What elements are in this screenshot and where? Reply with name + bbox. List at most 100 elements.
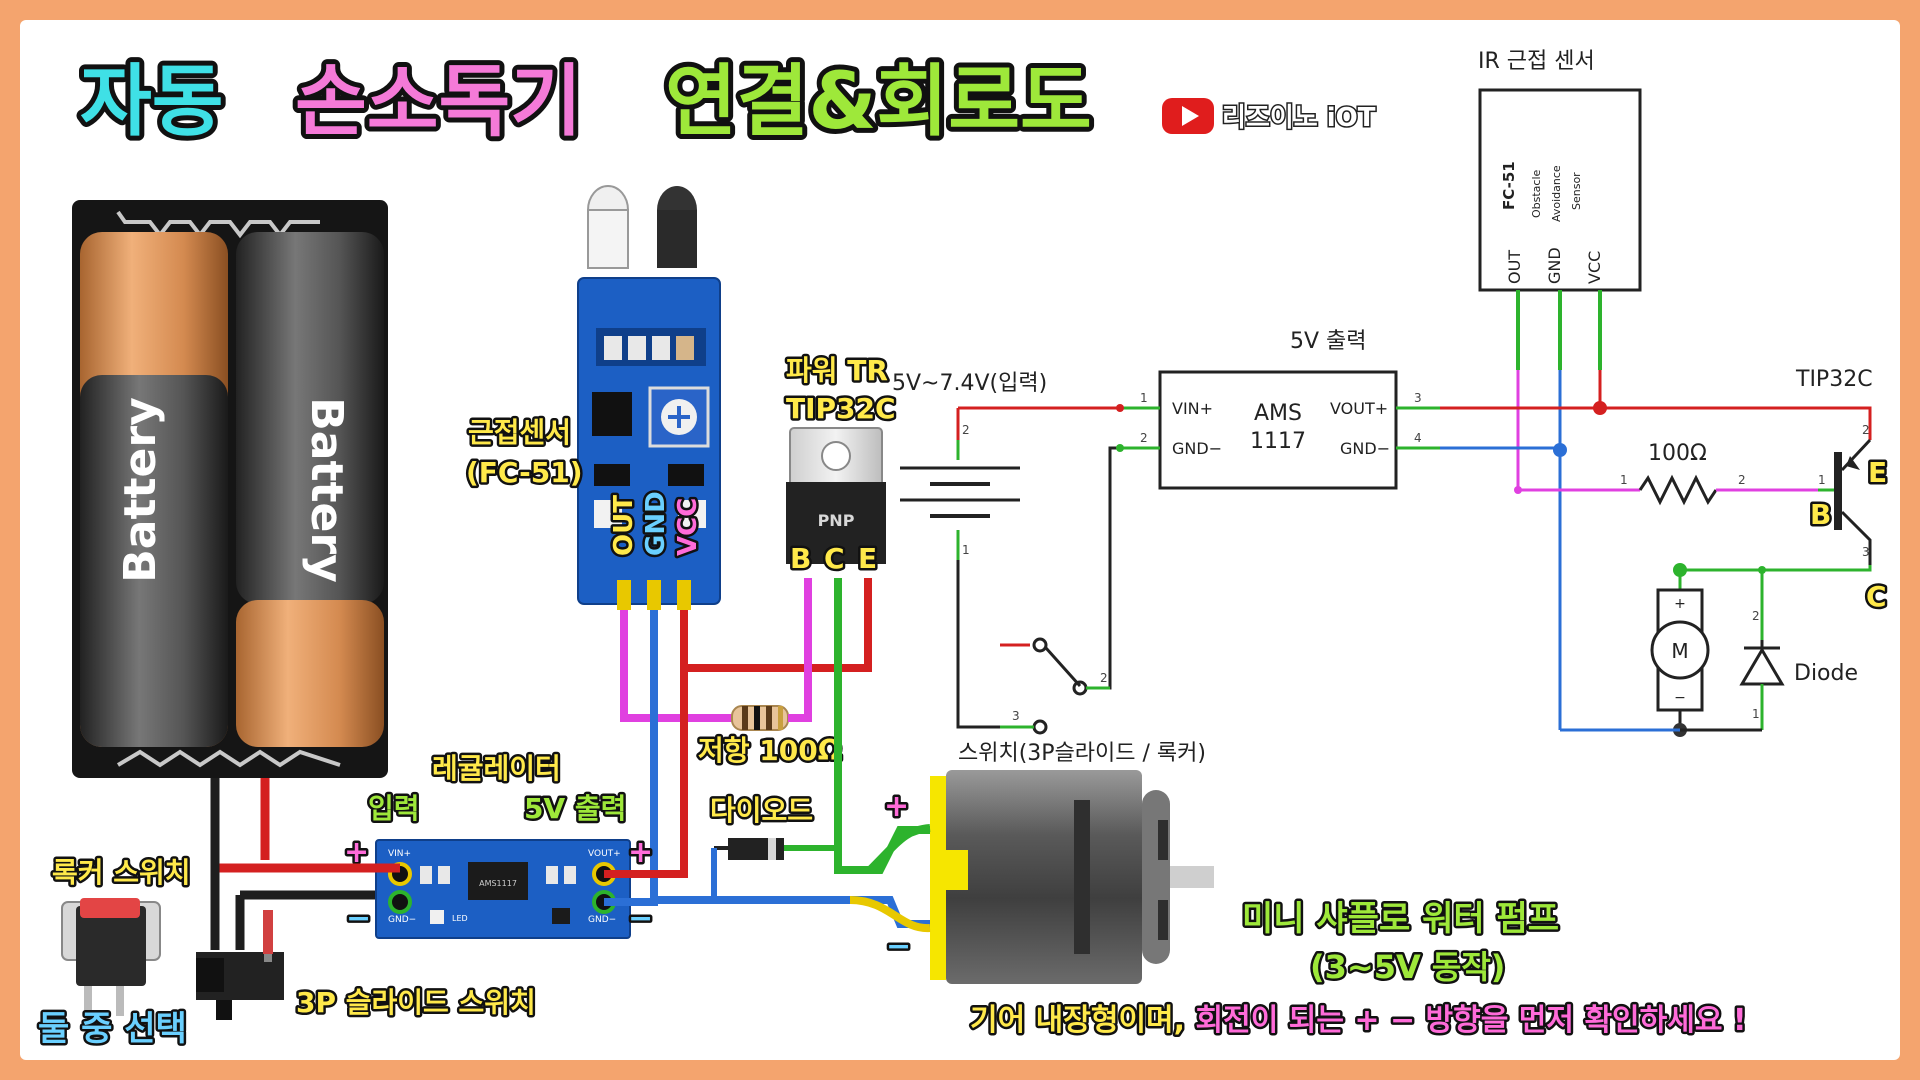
sch-vin: VIN+ bbox=[1172, 399, 1213, 418]
sch-switch-label: 스위치(3P슬라이드 / 록커) bbox=[958, 741, 1206, 766]
sch-ir-pin-gnd: GND bbox=[1545, 247, 1564, 284]
sch-ir-pin-vcc: VCC bbox=[1585, 251, 1604, 284]
ir-label: 근접센서 bbox=[468, 416, 571, 449]
diode-component bbox=[711, 838, 841, 900]
sch-diode-label: Diode bbox=[1794, 661, 1858, 686]
diode-label: 다이오드 bbox=[710, 794, 813, 827]
battery-cell-2 bbox=[236, 232, 384, 604]
pump-minus: − bbox=[886, 929, 911, 964]
schematic-motor: M + − bbox=[1650, 588, 1710, 712]
regulator-out-minus: − bbox=[628, 901, 653, 936]
battery-holder: Battery Battery bbox=[72, 200, 388, 778]
tr-pin-c: C bbox=[824, 542, 845, 575]
wire-collector-green bbox=[834, 578, 868, 874]
sch-ams-pin1: 1 bbox=[1140, 391, 1148, 405]
sch-tr-pin-e: E bbox=[1868, 456, 1887, 489]
silk-led: LED bbox=[452, 914, 468, 923]
sch-vout: VOUT+ bbox=[1330, 399, 1388, 418]
sch-bat-pin1: 1 bbox=[962, 543, 970, 557]
schematic-ir-sensor: IR 근접 센서 FC-51 Obstacle Avoidance Sensor… bbox=[1478, 49, 1642, 292]
sch-sw-pin3: 3 bbox=[1012, 709, 1020, 723]
silk-gnd2: GND− bbox=[588, 915, 616, 925]
channel-badge[interactable]: 리즈이노 iOT bbox=[1162, 98, 1377, 135]
sch-ir-model: FC-51 bbox=[1500, 161, 1518, 210]
silk-gnd: GND− bbox=[388, 915, 416, 925]
sch-ir-pin-out: OUT bbox=[1505, 250, 1524, 284]
sch-ams-line1: AMS bbox=[1254, 401, 1302, 426]
pump-name: 미니 샤플로 워터 펌프 bbox=[1242, 899, 1559, 939]
sch-tr-n1: 1 bbox=[1818, 473, 1826, 487]
slide-label: 3P 슬라이드 스위치 bbox=[296, 986, 536, 1019]
sch-gnd-in: GND− bbox=[1172, 439, 1222, 458]
sch-bat-pin2: 2 bbox=[962, 423, 970, 437]
sch-tr-n2: 2 bbox=[1862, 423, 1870, 437]
sch-sw-pin2: 2 bbox=[1100, 671, 1108, 685]
title-part2: 손소독기 bbox=[295, 57, 582, 147]
title: 자동 손소독기 연결&회로도 bbox=[75, 52, 1097, 152]
sch-input-label: 5V~7.4V(입력) bbox=[892, 371, 1047, 396]
pump-motor bbox=[930, 770, 1214, 984]
regulator-out-label: 5V 출력 bbox=[524, 792, 626, 825]
sch-tr-pin-c: C bbox=[1866, 580, 1887, 613]
tr-pin-b: B bbox=[790, 542, 811, 575]
regulator-in-minus: − bbox=[346, 901, 371, 936]
ir-pin-out: OUT bbox=[609, 495, 639, 556]
schematic-transistor: TIP32C B E C 2 1 3 bbox=[1795, 367, 1890, 616]
schematic-switch: 2 3 스위치(3P슬라이드 / 록커) bbox=[958, 446, 1206, 766]
regulator-out-plus: + bbox=[628, 835, 653, 870]
resistor-100ohm bbox=[722, 610, 812, 731]
pump-plus: + bbox=[884, 789, 909, 824]
silk-vout: VOUT+ bbox=[588, 849, 621, 859]
sch-ams-pin4: 4 bbox=[1414, 431, 1422, 445]
sch-gnd-out: GND− bbox=[1340, 439, 1390, 458]
ir-pin-gnd: GND bbox=[641, 491, 671, 556]
sch-ams-pin3: 3 bbox=[1414, 391, 1422, 405]
schematic-resistor: 100Ω 1 2 bbox=[1514, 441, 1818, 506]
diagram-frame: 자동 손소독기 연결&회로도 리즈이노 iOT Battery Battery bbox=[20, 20, 1900, 1060]
sch-diode-n2: 2 bbox=[1752, 609, 1760, 623]
tr-model: TIP32C bbox=[786, 392, 896, 425]
ams1117-chip bbox=[468, 862, 528, 900]
title-part3: 연결&회로도 bbox=[665, 57, 1092, 147]
tr-pin-e: E bbox=[858, 542, 877, 575]
sch-res-pin1: 1 bbox=[1620, 473, 1628, 487]
schematic-ams1117: 5V 출력 AMS 1117 VIN+ GND− VOUT+ GND− 1 2 … bbox=[1116, 329, 1440, 490]
battery-label-2: Battery bbox=[301, 397, 352, 583]
power-transistor: PNP B C E bbox=[786, 427, 886, 578]
wire-vcc-red bbox=[680, 610, 872, 672]
silk-chip: AMS1117 bbox=[479, 879, 517, 888]
play-icon bbox=[1182, 106, 1199, 126]
sch-tr-n3: 3 bbox=[1862, 545, 1870, 559]
ir-pin-vcc: VCC bbox=[673, 498, 703, 556]
silk-vin: VIN+ bbox=[388, 849, 411, 859]
sch-res-pin2: 2 bbox=[1738, 473, 1746, 487]
sch-motor-minus: − bbox=[1674, 690, 1686, 706]
sch-ir-title: IR 근접 센서 bbox=[1478, 49, 1595, 74]
channel-name: 리즈이노 iOT bbox=[1222, 103, 1376, 133]
regulator-label: 레귤레이터 bbox=[432, 752, 561, 785]
regulator-board: VIN+ GND− VOUT+ GND− AMS1117 LED bbox=[375, 839, 631, 939]
pump-spec: (3~5V 동작) bbox=[1310, 948, 1505, 986]
ir-chip bbox=[592, 392, 632, 436]
schematic-battery: 5V~7.4V(입력) 2 1 bbox=[892, 371, 1120, 729]
sch-ams-pin2: 2 bbox=[1140, 431, 1148, 445]
tr-body-text: PNP bbox=[818, 511, 855, 530]
battery-label-1: Battery bbox=[115, 397, 166, 583]
sch-output-label: 5V 출력 bbox=[1290, 329, 1367, 354]
sch-ir-desc1: Obstacle bbox=[1530, 169, 1543, 218]
wiring-diagram: 자동 손소독기 연결&회로도 리즈이노 iOT Battery Battery bbox=[36, 49, 1890, 1052]
bottom-note: 기어 내장형이며, 회전이 되는 + − 방향을 먼저 확인하세요 ! bbox=[970, 1003, 1747, 1038]
rocker-label: 록커 스위치 bbox=[52, 856, 191, 889]
note-part1: 기어 내장형이며, bbox=[970, 1003, 1196, 1038]
note-part2: 회전이 되는 + − 방향을 먼저 확인하세요 ! bbox=[1196, 1003, 1747, 1038]
slide-switch[interactable] bbox=[196, 910, 284, 1020]
sch-ir-desc3: Sensor bbox=[1570, 172, 1583, 210]
sch-ir-desc2: Avoidance bbox=[1550, 165, 1563, 222]
resistor-label: 저항 100Ω bbox=[698, 734, 842, 767]
rocker-switch[interactable] bbox=[61, 898, 161, 1016]
sch-diode-n1: 1 bbox=[1752, 707, 1760, 721]
sch-tr-pin-b: B bbox=[1810, 498, 1831, 531]
sch-tr-label: TIP32C bbox=[1795, 367, 1873, 392]
switch-choice-label: 둘 중 선택 bbox=[38, 1009, 187, 1049]
sch-res-label: 100Ω bbox=[1648, 441, 1707, 466]
